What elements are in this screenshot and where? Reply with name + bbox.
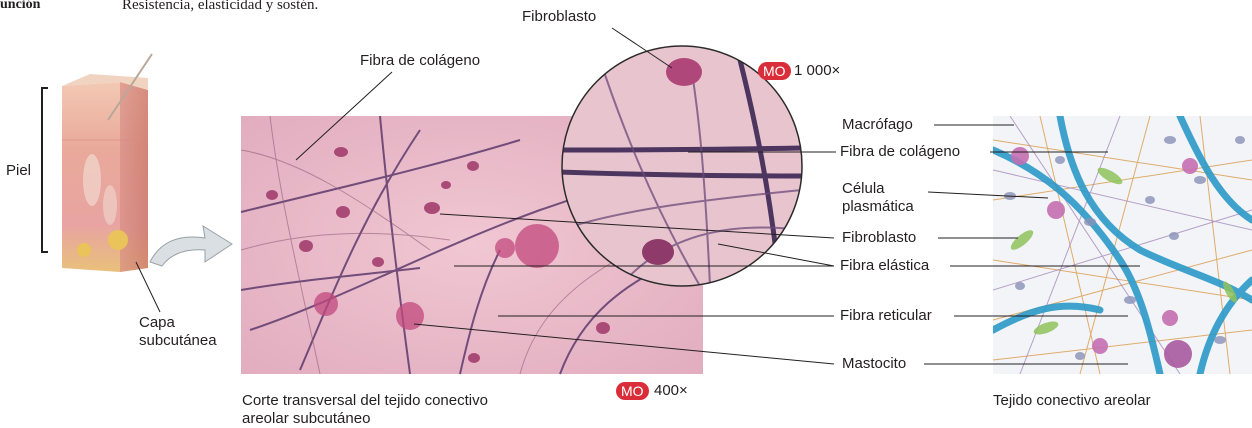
- label-fibra-elastica: Fibra elástica: [840, 257, 929, 275]
- label-celula-line1: Célula: [842, 180, 885, 198]
- label-celula-line2: plasmática: [842, 198, 914, 216]
- label-mastocito: Mastocito: [842, 355, 906, 373]
- label-fibra-colageno: Fibra de colágeno: [840, 143, 960, 161]
- label-fibroblasto: Fibroblasto: [842, 229, 916, 247]
- label-macrofago: Macrófago: [842, 116, 913, 134]
- label-fibra-reticular: Fibra reticular: [840, 307, 932, 325]
